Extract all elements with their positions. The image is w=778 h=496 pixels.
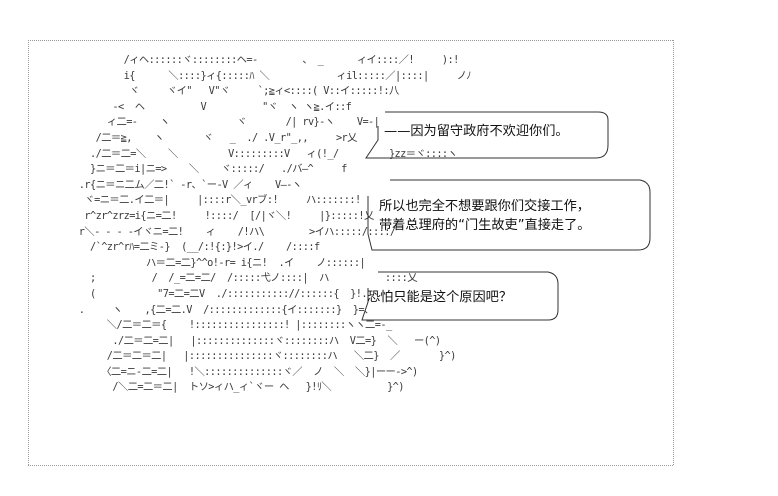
art-line: .r{ニ＝ニ二ム／二!` -r、`ー-V ／ィ V―-ヽ	[62, 178, 302, 191]
ascii-art: /ィヘ::::::ヾ::::::::ヘ=- 、 _ ィイ::::／! ):! i…	[62, 53, 472, 396]
ascii-art-frame	[28, 40, 674, 466]
speech-bubble-2: 所以也完全不想要跟你们交接工作， 带着总理府的“门生故吏”直接走了。	[379, 197, 590, 235]
art-line: /`^zr^rﾊ=二ミ-} (__/:!{:}!>イ./ /::::f	[62, 241, 320, 254]
art-line: }ニ＝二＝i|ニ=> ＼ ヾ:::::/ ./バ―^ f	[62, 163, 347, 176]
art-line: -< ヘ V "ヾ ヽ ヽ≧.イ::f	[62, 100, 352, 113]
bubble-3-line-1: 恐怕只能是这个原因吧？	[367, 290, 513, 305]
right-border	[673, 40, 674, 465]
art-line: ( "7=二=二V ./::::::::::://::::::{ }!.	[62, 287, 368, 300]
art-line: r^zr^zrz=i{ニ=二! !::::/ [/|ヾ＼! |}:::::!乂	[62, 209, 374, 222]
left-border	[28, 40, 29, 465]
speech-bubble-3-outline	[361, 271, 559, 321]
art-line: ./二＝二=＼ ＼ V:::::::::V ィ(!_/ }zz＝ヾ::::ヽ	[62, 147, 458, 160]
art-line: ./二＝二=二| |::::::::::::::ヾ::::::::ハ V二=} …	[62, 334, 441, 347]
speech-bubble-1-outline	[365, 111, 609, 159]
speech-bubble-1: ——因为留守政府不欢迎你们。	[384, 122, 569, 141]
art-line: /＼二=二＝二| トソ>ィハ_ィ`ヾー ヘ }!ﾘ＼ }^)	[62, 381, 404, 394]
art-line: /二＝二＝二| |:::::::::::::::ヾ::::::::ハ ＼二} ／…	[62, 350, 457, 363]
art-line: ; / /_=二=二/ /:::::弋ノ::::| ハ ::::乂	[62, 272, 418, 285]
art-line: ハ＝二=二}^^o!-r= i{ニ! .イ ノ::::::|	[62, 256, 366, 269]
art-line: . ヽ ,{二=二.V /:::::::::::::{イ:::::::} }=、	[62, 303, 374, 316]
art-line: /ィヘ::::::ヾ::::::::ヘ=- 、 _ ィイ::::／! ):!	[62, 54, 460, 66]
art-line: ヾ ヾイ" V"ヾ `;≧ィ<::::( V::イ:::::!:八	[62, 85, 399, 98]
art-line: ィ二=- ヽ ヾ /| rv}-ヽ V=-|	[62, 116, 380, 129]
speech-bubble-2-outline	[367, 179, 651, 251]
bubble-2-line-2: 带着总理府的“门生故吏”直接走了。	[379, 218, 591, 233]
art-line: ヾ=ニ＝二.イ二＝| |::::r＼_vrブ:! ハ:::::::!	[62, 194, 361, 207]
bubble-2-line-1: 所以也完全不想要跟你们交接工作，	[379, 199, 590, 214]
top-border	[28, 40, 673, 41]
bubble-1-line-1: ——因为留守政府不欢迎你们。	[384, 124, 569, 139]
art-line: i{ ＼::::}ィ{:::::ﾊ ＼ ィil:::::／|::::| ノﾉ	[62, 69, 472, 82]
art-line: r＼- - - -イヾニ=二! ィ /!ハ\ >イハ:::::/::::/	[62, 225, 396, 238]
bottom-border	[28, 465, 673, 466]
speech-bubble-3: 恐怕只能是这个原因吧？	[367, 288, 512, 307]
art-line: ＼/二＝二＝{ !::::::::::::::::! |::::::::ヽヽ二=…	[62, 319, 392, 332]
art-line: /二＝≧, ヽ ヾ _ ./ .V_r"_,, >r乂	[62, 131, 358, 144]
art-line: 〈二=ニ-二=二| !＼::::::::::::::ヾ／ ノ ＼ ＼}|ーー->…	[62, 365, 418, 378]
